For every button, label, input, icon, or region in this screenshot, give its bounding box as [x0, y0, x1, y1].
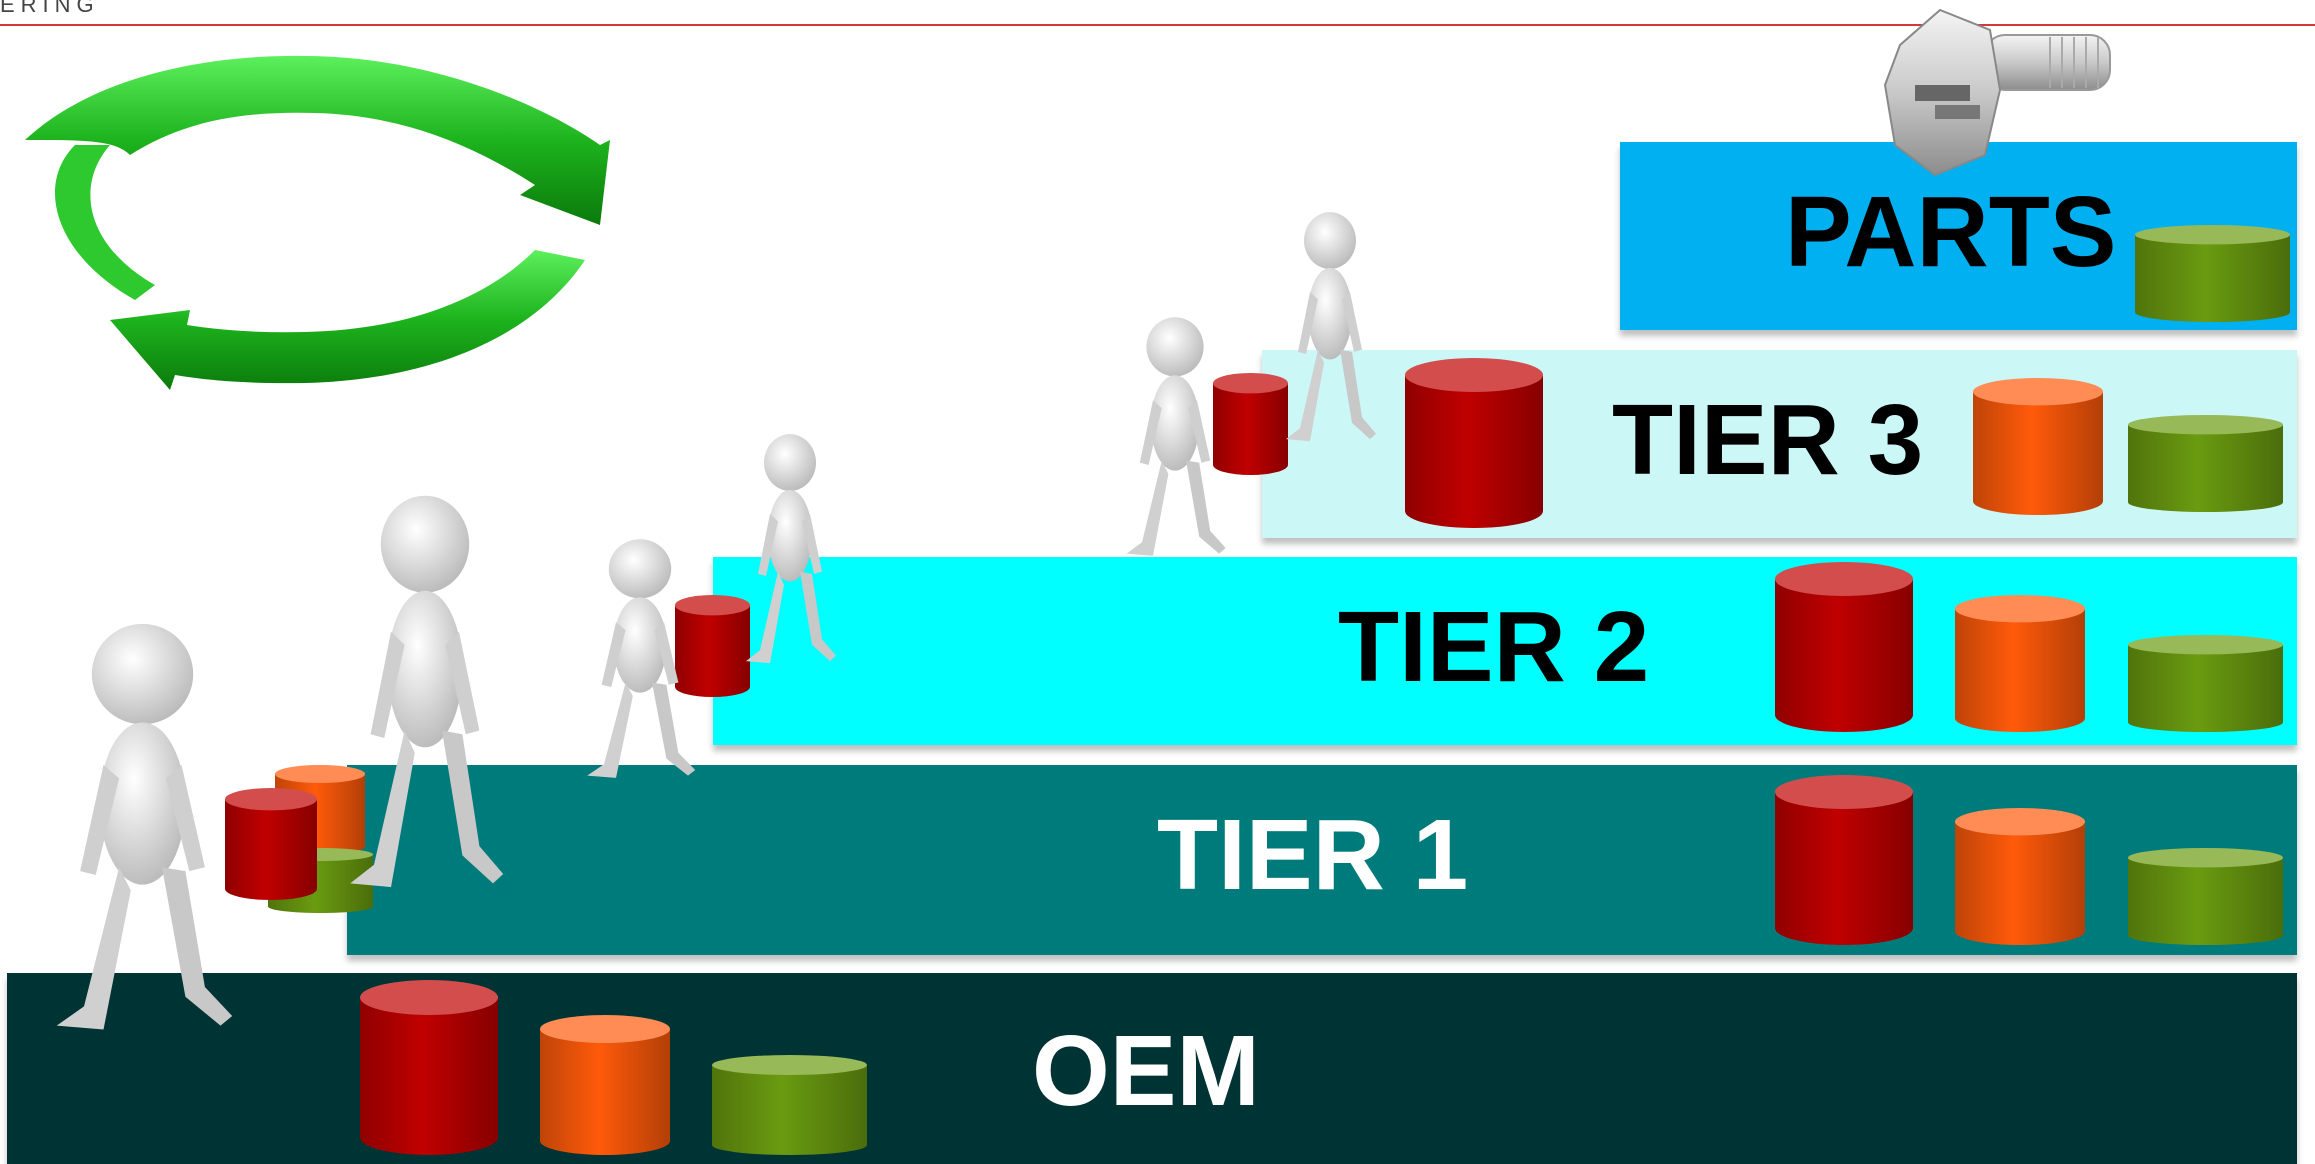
barrel-icon: [712, 1055, 867, 1155]
step-label-parts: PARTS: [1785, 182, 2117, 282]
stick-figure-icon: [740, 432, 840, 672]
cycle-arrows-icon: [15, 45, 615, 395]
barrel-icon: [2128, 635, 2283, 732]
barrel-icon: [540, 1015, 670, 1155]
barrel-icon: [360, 980, 498, 1155]
barrel-icon: [1775, 775, 1913, 945]
barrel-icon: [1973, 378, 2103, 515]
bolt-icon: [1880, 5, 2120, 180]
barrel-icon: [1955, 808, 2085, 945]
barrel-icon: [2128, 848, 2283, 945]
step-label-tier-1: TIER 1: [1157, 805, 1468, 905]
stick-figure-icon: [45, 620, 240, 1045]
stick-figure-icon: [1120, 315, 1230, 565]
step-label-oem: OEM: [1032, 1021, 1260, 1121]
step-oem: OEM: [7, 973, 2297, 1164]
barrel-icon: [1955, 595, 2085, 732]
barrel-icon: [1405, 358, 1543, 528]
company-logo-fragment: ERING: [0, 0, 100, 18]
stick-figure-icon: [1280, 210, 1380, 450]
stick-figure-icon: [580, 537, 700, 787]
barrel-icon: [1775, 562, 1913, 732]
barrel-icon: [2128, 415, 2283, 512]
step-label-tier-3: TIER 3: [1612, 390, 1923, 490]
step-label-tier-2: TIER 2: [1338, 597, 1649, 697]
stick-figure-icon: [340, 492, 510, 902]
barrel-icon: [2135, 225, 2290, 322]
